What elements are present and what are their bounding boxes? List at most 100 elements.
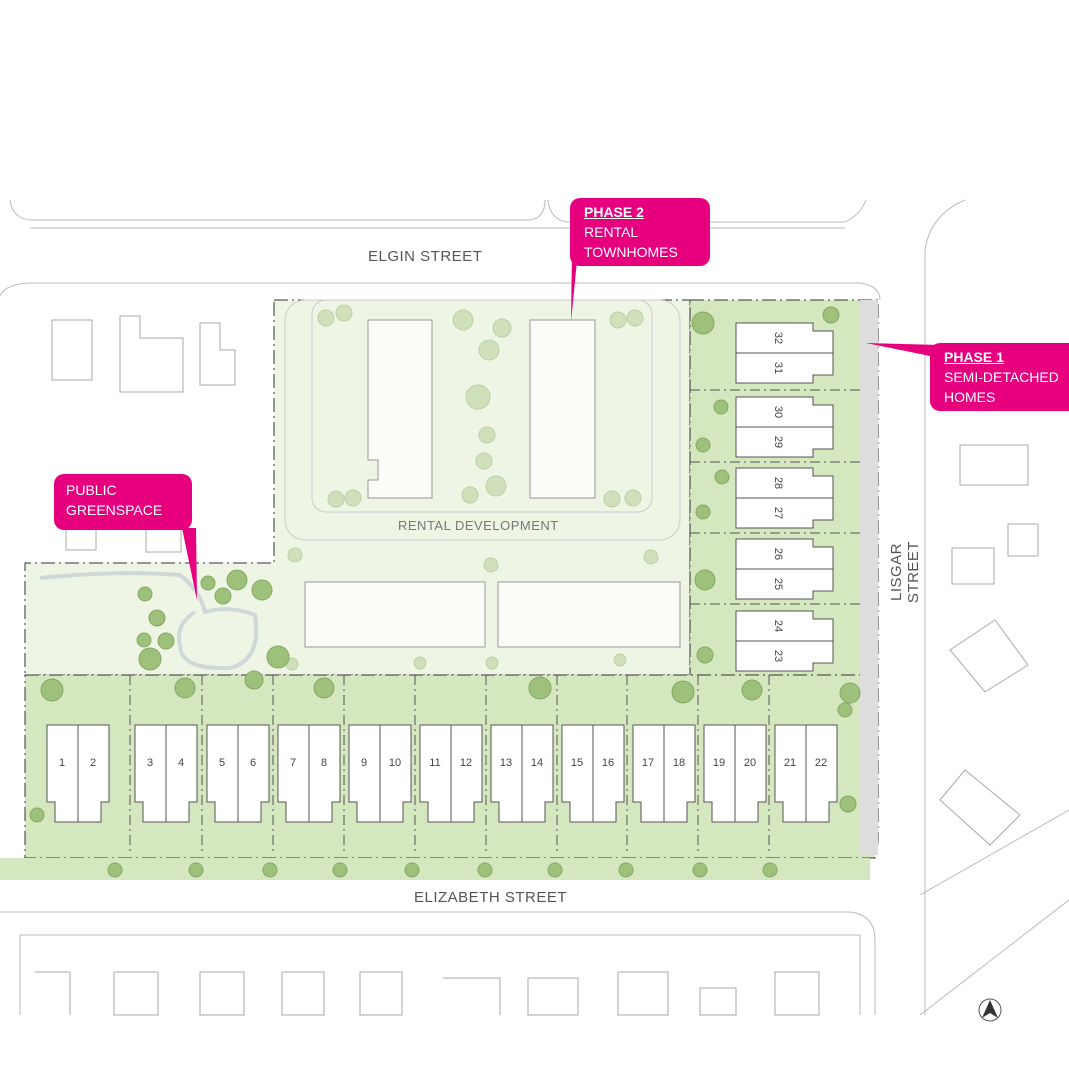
tree-icon	[837, 702, 853, 718]
tree-icon	[344, 489, 362, 507]
unit-number: 26	[772, 548, 784, 560]
unit-number: 15	[571, 757, 583, 769]
greenspace-line1: PUBLIC	[66, 482, 117, 498]
unit-number: 7	[290, 757, 296, 769]
tree-icon	[200, 575, 216, 591]
tree-icon	[492, 318, 512, 338]
tree-icon	[327, 490, 345, 508]
tree-icon	[483, 557, 499, 573]
rental-development-label: RENTAL DEVELOPMENT	[398, 518, 559, 533]
unit-number: 3	[147, 757, 153, 769]
tree-icon	[157, 632, 175, 650]
tree-icon	[148, 609, 166, 627]
tree-icon	[107, 862, 123, 878]
tree-icon	[475, 452, 493, 470]
phase2-line2: TOWNHOMES	[584, 244, 678, 260]
phase2-line1: RENTAL	[584, 224, 639, 240]
unit-number: 12	[460, 757, 472, 769]
tree-icon	[317, 309, 335, 327]
elgin-street-label: ELGIN STREET	[368, 248, 483, 265]
greenspace-callout: PUBLIC GREENSPACE	[54, 474, 192, 530]
tree-icon	[478, 426, 496, 444]
unit-number: 23	[772, 650, 784, 662]
tree-icon	[691, 311, 715, 335]
unit-number: 1	[59, 757, 65, 769]
unit-pair: 24 23	[735, 610, 834, 672]
unit-number: 11	[429, 757, 440, 769]
unit-number: 16	[602, 757, 614, 769]
tree-icon	[477, 862, 493, 878]
tree-icon	[413, 656, 427, 670]
tree-icon	[251, 579, 273, 601]
tree-icon	[465, 384, 491, 410]
tree-icon	[822, 306, 840, 324]
tree-icon	[478, 339, 500, 361]
unit-number: 18	[673, 757, 685, 769]
tree-icon	[671, 680, 695, 704]
unit-pair: 26 25	[735, 538, 834, 600]
tree-icon	[603, 490, 621, 508]
phase1-line2: HOMES	[944, 389, 996, 405]
tree-icon	[226, 569, 248, 591]
unit-number: 21	[784, 757, 796, 769]
tree-icon	[762, 862, 778, 878]
tree-icon	[485, 475, 507, 497]
tree-icon	[29, 807, 45, 823]
tree-icon	[643, 549, 659, 565]
tree-icon	[136, 632, 152, 648]
unit-number: 17	[642, 757, 654, 769]
unit-number: 5	[219, 757, 225, 769]
tree-icon	[461, 486, 479, 504]
unit-number: 30	[772, 406, 784, 418]
phase1-line1: SEMI-DETACHED	[944, 369, 1059, 385]
tree-icon	[618, 862, 634, 878]
tree-icon	[335, 304, 353, 322]
unit-number: 27	[772, 507, 784, 519]
tree-icon	[695, 437, 711, 453]
tree-icon	[214, 587, 232, 605]
tree-icon	[695, 504, 711, 520]
unit-number: 29	[772, 436, 784, 448]
tree-icon	[613, 653, 627, 667]
tree-icon	[839, 795, 857, 813]
tree-icon	[266, 645, 290, 669]
unit-number: 4	[178, 757, 184, 769]
unit-number: 14	[531, 757, 543, 769]
tree-icon	[404, 862, 420, 878]
tree-icon	[609, 311, 627, 329]
tree-icon	[694, 569, 716, 591]
phase1-title: PHASE 1	[944, 349, 1004, 365]
unit-pair: 30 29	[735, 396, 834, 458]
unit-number: 2	[90, 757, 96, 769]
street-lines	[0, 199, 1069, 1016]
tree-icon	[485, 656, 499, 670]
tree-icon	[137, 586, 153, 602]
unit-number: 9	[361, 757, 367, 769]
tree-icon	[547, 862, 563, 878]
unit-number: 25	[772, 578, 784, 590]
elizabeth-street-label: ELIZABETH STREET	[414, 889, 568, 906]
tree-icon	[40, 678, 64, 702]
tree-icon	[713, 399, 729, 415]
tree-icon	[741, 679, 763, 701]
tree-icon	[452, 309, 474, 331]
rental-buildings	[304, 319, 681, 648]
neighbour-buildings	[35, 315, 1039, 1016]
unit-number: 24	[772, 620, 784, 632]
lot-lines	[129, 389, 862, 855]
